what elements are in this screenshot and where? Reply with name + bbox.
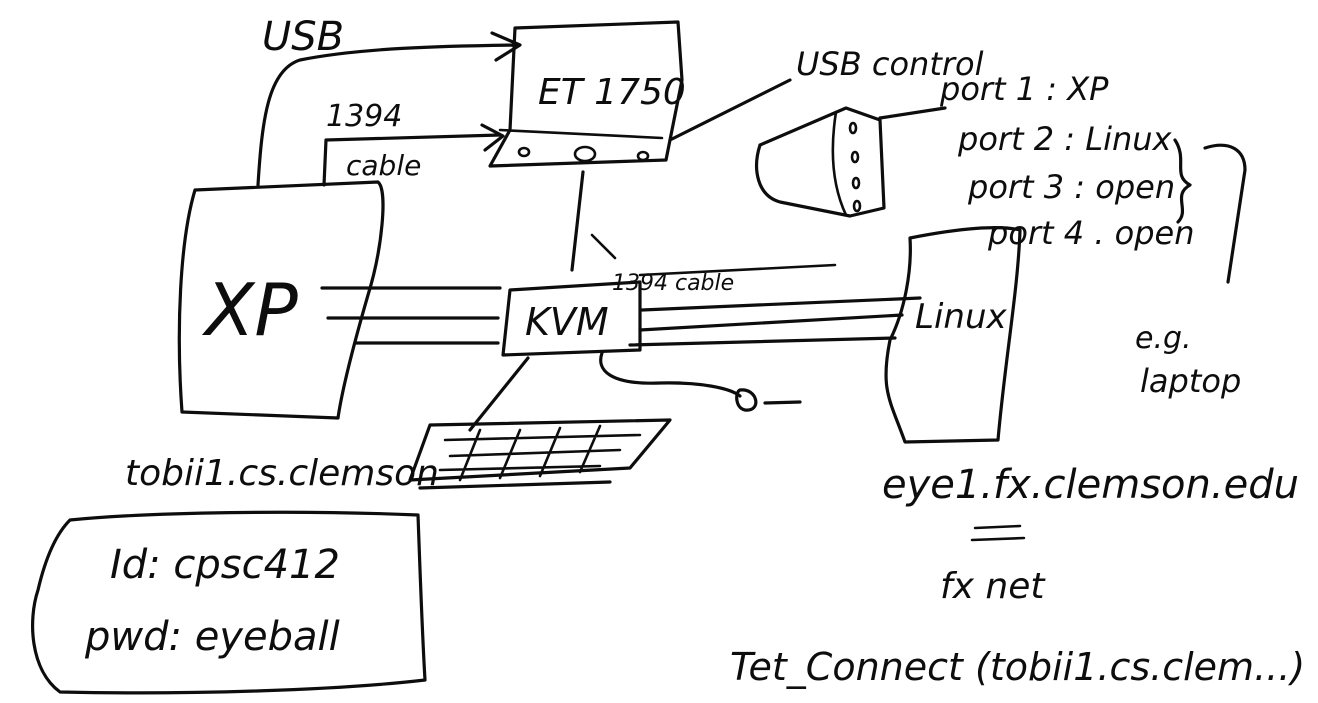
credentials-pwd-line: pwd: eyeball [84, 614, 340, 660]
usb-hub-leader [880, 108, 945, 118]
et1750-label: ET 1750 [538, 72, 686, 113]
fx-net-label: fx net [940, 566, 1046, 607]
et1750-bezel [500, 130, 662, 138]
port-line-1: port 1 : XP [939, 70, 1109, 108]
credentials-id-line: Id: cpsc412 [110, 542, 340, 588]
usb-hub-port-2 [852, 152, 858, 162]
kvm-linux-cable-2 [640, 315, 902, 330]
usb-label: USB [262, 14, 344, 60]
ieee-1394-label: 1394 [326, 99, 402, 134]
port-line-3: port 3 : open [967, 168, 1175, 206]
fx-underline-2 [972, 538, 1024, 540]
et1750-led-3 [638, 152, 648, 160]
xp-label: XP [201, 268, 298, 352]
port-line-2: port 2 : Linux [957, 120, 1173, 158]
kvm-cable-overline [640, 265, 835, 275]
credentials-box [33, 512, 425, 693]
kvm-linux-cable-1 [642, 298, 920, 310]
ieee-cable-label: cable [346, 149, 421, 182]
mouse-icon [737, 390, 800, 410]
et-to-kvm-line [572, 172, 583, 270]
keyboard-cable [470, 358, 528, 430]
laptop-note-line-2: laptop [1140, 362, 1241, 400]
usb-hub-port-3 [853, 178, 859, 188]
kvm-linux-cable-3 [630, 338, 895, 345]
et1750-led-1 [519, 148, 529, 156]
xp-hostname: tobii1.cs.clemson [125, 453, 439, 494]
usb-control-leader [670, 80, 790, 140]
kvm-label: KVM [525, 300, 609, 344]
et1750-led-2 [575, 147, 595, 161]
usb-hub-body [757, 108, 884, 216]
kvm-cable-label: 1394 cable [612, 271, 734, 296]
usb-hub-face [833, 112, 846, 215]
open-ports-leader [1205, 145, 1245, 282]
open-ports-brace [1175, 140, 1190, 222]
fx-underline-1 [975, 526, 1020, 528]
keyboard-base [420, 482, 610, 488]
linux-label: Linux [915, 297, 1007, 337]
laptop-note-line-1: e.g. [1135, 321, 1192, 356]
tet-connect-call: Tet_Connect (tobii1.cs.clem...) [730, 645, 1305, 689]
usb-hub-port-4 [854, 201, 860, 211]
mouse-cable [601, 353, 740, 396]
usb-hub-port-1 [850, 123, 856, 133]
ieee-cable-leader [592, 235, 615, 258]
linux-hostname: eye1.fx.clemson.edu [882, 462, 1299, 508]
